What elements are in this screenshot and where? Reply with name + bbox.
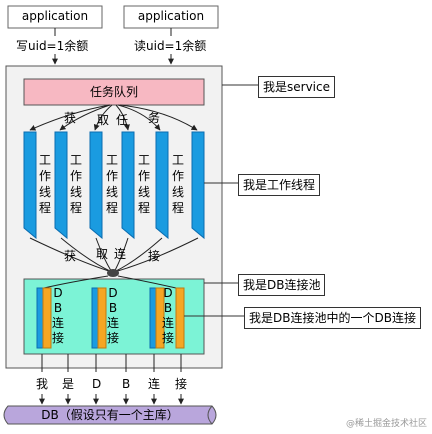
client-label-1: application	[21, 9, 89, 23]
task-queue-label: 任务队列	[89, 85, 138, 99]
thread-label-1b: 工作线程	[69, 153, 82, 215]
client-label-2: application	[137, 9, 205, 23]
watermark: @稀土掘金技术社区	[346, 419, 428, 429]
thread-label-1: 工作线程	[38, 153, 51, 215]
fetch-char: 取	[97, 113, 110, 127]
client-action-2: 读uid=1余额	[134, 39, 207, 53]
service-callout: 我是service	[258, 76, 335, 98]
thread-label-2: 工作线程	[105, 153, 118, 215]
fetch-char: 获	[64, 111, 77, 125]
thread-bar	[155, 131, 169, 240]
db-char: 是	[62, 377, 75, 391]
get-conn-char: 接	[148, 249, 161, 263]
get-conn-char: 连	[114, 247, 127, 261]
get-conn-char: 获	[64, 249, 77, 263]
fetch-char: 任	[116, 113, 129, 127]
pool-callout: 我是DB连接池	[238, 274, 326, 296]
db-char: 连	[148, 377, 161, 391]
db-char: 接	[175, 377, 188, 391]
client-action-1: 写uid=1余额	[16, 39, 89, 53]
db-pool-box	[23, 278, 205, 355]
junction-dot	[107, 269, 119, 277]
db-char: D	[92, 377, 102, 391]
thread-bar	[54, 131, 68, 240]
task-queue-box	[23, 78, 205, 106]
thread-bar	[23, 131, 37, 240]
thread-label-2b: 工作线程	[137, 153, 150, 215]
thread-bar	[89, 131, 103, 240]
thread-bar	[191, 131, 205, 240]
db-char: 我	[36, 377, 49, 391]
db-char: B	[122, 377, 131, 391]
get-conn-char: 取	[96, 247, 109, 261]
thread-bar	[121, 131, 135, 240]
connection-callout: 我是DB连接池中的一个DB连接	[244, 307, 421, 329]
thread-callout: 我是工作线程	[238, 174, 321, 196]
thread-label-3: 工作线程	[171, 153, 184, 215]
fetch-char: 务	[148, 111, 161, 125]
db-label: DB（假设只有一个主库）	[41, 408, 179, 422]
